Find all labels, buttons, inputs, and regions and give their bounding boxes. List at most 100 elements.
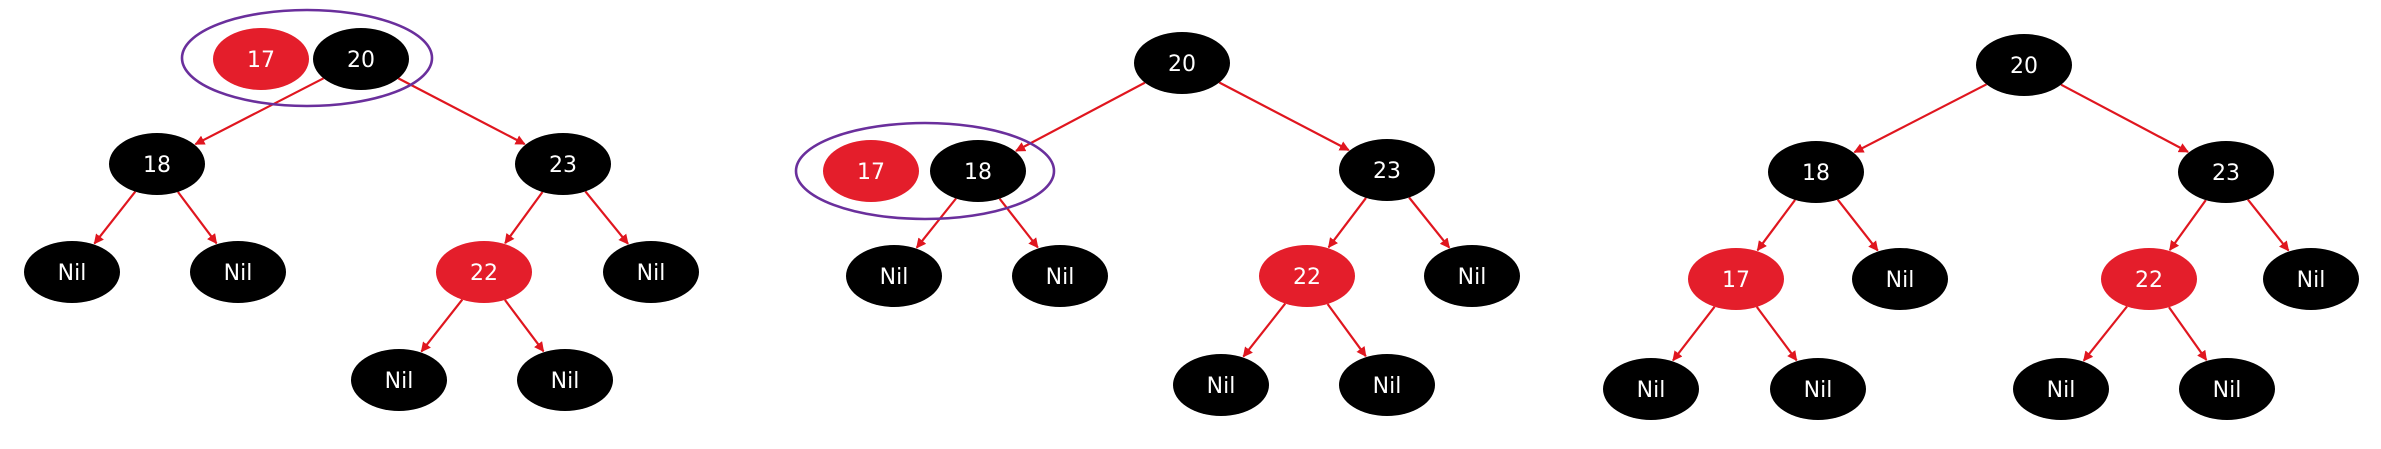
- nil-leaf-node: Nil: [1339, 354, 1435, 416]
- node-label: Nil: [1046, 265, 1075, 290]
- tree-node-18: 18: [930, 140, 1026, 202]
- tree-node-18: 18: [1768, 141, 1864, 203]
- black-node-shape: [603, 241, 699, 303]
- tree-node-20: 20: [1134, 32, 1230, 94]
- nil-leaf-node: Nil: [2179, 358, 2275, 420]
- tree-node-23: 23: [1339, 139, 1435, 201]
- nil-leaf-node: Nil: [846, 245, 942, 307]
- nil-leaf-node: Nil: [1012, 245, 1108, 307]
- highlight-ring: [794, 121, 1056, 221]
- node-label: Nil: [2047, 378, 2076, 403]
- edge-c18-to-cn1: [1836, 198, 1879, 252]
- edge-c18-to-c17: [1756, 199, 1796, 252]
- node-label: 17: [1722, 268, 1750, 293]
- nil-leaf-node: Nil: [1770, 358, 1866, 420]
- edge-a20-to-a23: [397, 77, 526, 146]
- edge-a23-to-an3: [584, 190, 629, 245]
- red-node-shape: [1688, 248, 1784, 310]
- tree-node-18: 18: [109, 133, 205, 195]
- black-node-shape: [1976, 34, 2072, 96]
- edge-a23-to-a22: [504, 191, 544, 245]
- node-label: 20: [347, 48, 375, 73]
- tree-node-23: 23: [2178, 141, 2274, 203]
- red-node-shape: [2101, 248, 2197, 310]
- black-node-shape: [313, 28, 409, 90]
- node-label: Nil: [58, 261, 87, 286]
- nil-leaf-node: Nil: [603, 241, 699, 303]
- tree-node-23: 23: [515, 133, 611, 195]
- edge-b20-to-b18: [1015, 81, 1146, 152]
- tree-node-17: 17: [213, 28, 309, 90]
- node-label: 23: [1373, 159, 1401, 184]
- black-node-shape: [930, 140, 1026, 202]
- node-label: 20: [2010, 54, 2038, 79]
- red-node-shape: [436, 241, 532, 303]
- black-node-shape: [2179, 358, 2275, 420]
- black-node-shape: [2263, 248, 2359, 310]
- nil-leaf-node: Nil: [190, 241, 286, 303]
- tree-node-17: 17: [1688, 248, 1784, 310]
- node-label: Nil: [1804, 378, 1833, 403]
- node-label: Nil: [880, 265, 909, 290]
- edge-b18-to-bn1: [915, 197, 957, 249]
- tree-node-22: 22: [436, 241, 532, 303]
- edge-b22-to-bn5: [1326, 303, 1367, 358]
- edge-b20-to-b23: [1218, 81, 1350, 152]
- nil-leaf-node: Nil: [1173, 354, 1269, 416]
- edge-b22-to-bn4: [1242, 302, 1287, 358]
- node-label: 18: [143, 153, 171, 178]
- black-node-shape: [351, 349, 447, 411]
- node-label: Nil: [1207, 374, 1236, 399]
- black-node-shape: [2178, 141, 2274, 203]
- black-node-shape: [109, 133, 205, 195]
- node-label: Nil: [1637, 378, 1666, 403]
- node-label: 23: [2212, 161, 2240, 186]
- edge-c22-to-cn5: [2082, 305, 2128, 362]
- edge-c23-to-cn4: [2247, 198, 2290, 252]
- tree-node-22: 22: [2101, 248, 2197, 310]
- node-label: Nil: [1373, 374, 1402, 399]
- black-node-shape: [1603, 358, 1699, 420]
- node-label: Nil: [2297, 268, 2326, 293]
- edge-a18-to-an1: [93, 190, 137, 245]
- node-label: Nil: [1886, 268, 1915, 293]
- red-node-shape: [213, 28, 309, 90]
- node-label: 18: [1802, 161, 1830, 186]
- nil-leaf-node: Nil: [1603, 358, 1699, 420]
- black-node-shape: [1424, 245, 1520, 307]
- node-label: Nil: [637, 261, 666, 286]
- edge-c20-to-c18: [1853, 83, 1988, 154]
- edge-c17-to-cn3: [1755, 306, 1798, 362]
- nil-leaf-node: Nil: [2263, 248, 2359, 310]
- black-node-shape: [1852, 248, 1948, 310]
- node-label: Nil: [551, 369, 580, 394]
- black-node-shape: [846, 245, 942, 307]
- edge-c17-to-cn2: [1672, 306, 1716, 362]
- tree-node-17: 17: [823, 140, 919, 202]
- edge-a18-to-an2: [177, 191, 218, 245]
- edge-b23-to-b22: [1327, 197, 1367, 249]
- node-label: 20: [1168, 52, 1196, 77]
- node-label: 22: [2135, 268, 2163, 293]
- node-label: Nil: [1458, 265, 1487, 290]
- black-node-shape: [1134, 32, 1230, 94]
- highlight-ring: [180, 8, 434, 108]
- node-label: 17: [857, 160, 885, 185]
- black-node-shape: [2013, 358, 2109, 420]
- black-node-shape: [1012, 245, 1108, 307]
- edge-a22-to-an5: [504, 299, 545, 353]
- tree-node-20: 20: [313, 28, 409, 90]
- red-node-shape: [1259, 245, 1355, 307]
- edge-a20-to-a18: [194, 77, 325, 146]
- black-node-shape: [517, 349, 613, 411]
- node-label: Nil: [224, 261, 253, 286]
- node-label: 23: [549, 153, 577, 178]
- black-node-shape: [190, 241, 286, 303]
- black-node-shape: [515, 133, 611, 195]
- tree-node-20: 20: [1976, 34, 2072, 96]
- tree-node-22: 22: [1259, 245, 1355, 307]
